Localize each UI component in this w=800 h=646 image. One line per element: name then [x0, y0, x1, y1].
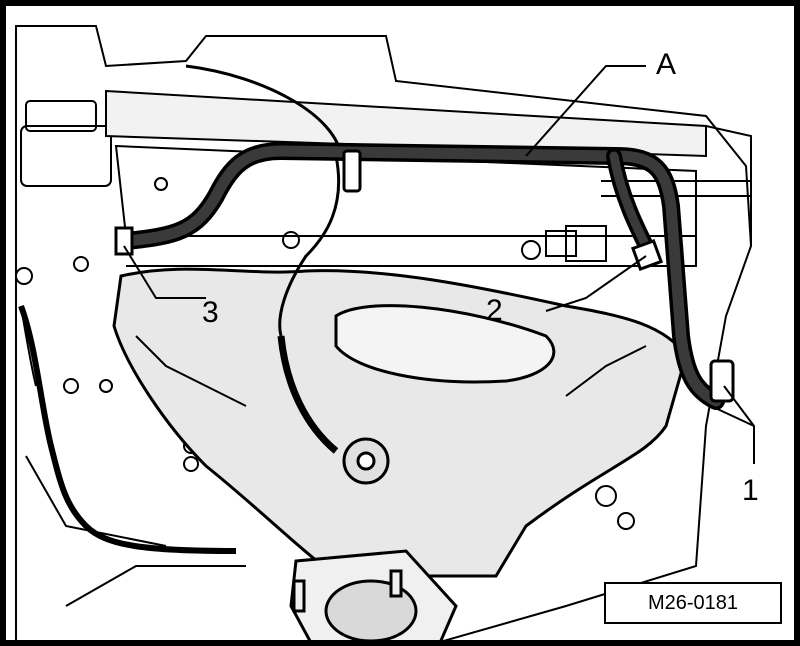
leader-3 [123, 245, 206, 299]
clamp-3 [114, 226, 134, 256]
hose-a [117, 141, 725, 410]
leader-lines [123, 65, 755, 464]
connector-valve [342, 149, 362, 193]
callout-a: A [656, 48, 677, 81]
leader-a [525, 65, 646, 157]
callout-3: 3 [202, 296, 219, 329]
figure-reference-text: M26-0181 [647, 591, 739, 614]
leader-2 [545, 255, 647, 312]
exhaust-flange [289, 549, 458, 640]
engine-illustration [15, 25, 755, 640]
wiring-harness [18, 304, 237, 554]
lambda-probe [185, 64, 390, 485]
leader-1b [710, 405, 755, 427]
heat-shield [112, 267, 688, 578]
callout-1: 1 [742, 474, 759, 507]
callout-2: 2 [486, 294, 503, 327]
figure-reference: M26-0181 [604, 582, 782, 624]
clamp-2 [630, 238, 664, 272]
